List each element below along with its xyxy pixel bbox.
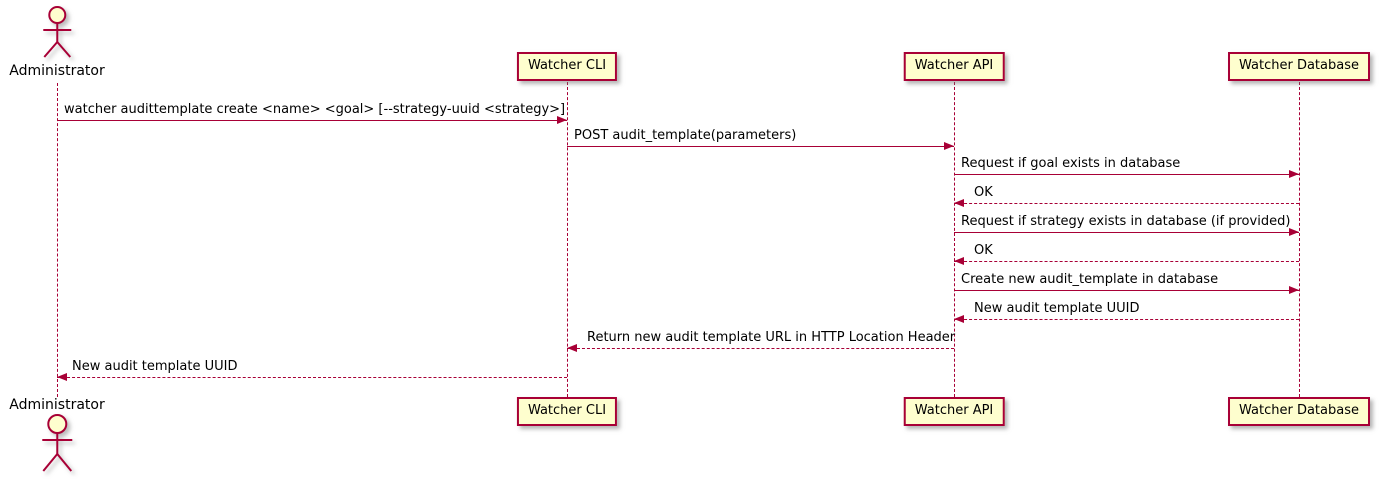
message-1: watcher audittemplate create <name> <goa… [57,99,567,124]
actor-administrator-top: Administrator [9,5,105,79]
arrowhead-icon [944,142,954,150]
message-9-label: Return new audit template URL in HTTP Lo… [587,330,956,345]
message-5-label: Request if strategy exists in database (… [961,214,1291,229]
actor-icon [42,414,72,472]
message-5: Request if strategy exists in database (… [954,211,1299,236]
message-1-arrow [57,116,567,124]
message-1-label: watcher audittemplate create <name> <goa… [64,102,566,117]
arrowhead-icon [954,199,964,207]
message-2: POST audit_template(parameters) [567,125,954,150]
message-9-arrow [567,344,954,352]
arrowhead-icon [954,315,964,323]
message-5-arrow [954,228,1299,236]
message-10-label: New audit template UUID [72,359,238,374]
lifeline-watcher-database [1299,82,1300,397]
arrowhead-icon [954,257,964,265]
participant-watcher-database-bottom: Watcher Database [1228,397,1370,426]
message-7: Create new audit_template in database [954,269,1299,294]
message-4-label: OK [974,185,993,200]
participant-watcher-cli-top: Watcher CLI [516,52,618,81]
participant-watcher-api-bottom: Watcher API [903,397,1005,426]
actor-administrator-bottom: Administrator [9,397,105,477]
arrowhead-icon [1289,228,1299,236]
lifeline-watcher-api [954,82,955,397]
lifeline-administrator [57,83,58,397]
lifeline-watcher-cli [567,82,568,397]
message-8-label: New audit template UUID [974,301,1140,316]
actor-icon [43,6,71,58]
message-7-label: Create new audit_template in database [961,272,1219,287]
participant-watcher-cli-bottom: Watcher CLI [516,397,618,426]
message-8-arrow [954,315,1299,323]
message-10: New audit template UUID [57,356,567,381]
message-2-label: POST audit_template(parameters) [574,128,797,143]
message-4: OK [954,182,1299,207]
arrowhead-icon [567,344,577,352]
actor-label: Administrator [9,63,105,79]
arrowhead-icon [557,116,567,124]
arrowhead-icon [57,373,67,381]
message-10-arrow [57,373,567,381]
participant-watcher-api-top: Watcher API [903,52,1005,81]
message-8: New audit template UUID [954,298,1299,323]
message-9: Return new audit template URL in HTTP Lo… [567,327,956,352]
message-2-arrow [567,142,954,150]
message-3: Request if goal exists in database [954,153,1299,178]
actor-label: Administrator [9,397,105,413]
message-3-label: Request if goal exists in database [961,156,1181,171]
message-6-arrow [954,257,1299,265]
message-6: OK [954,240,1299,265]
message-4-arrow [954,199,1299,207]
arrowhead-icon [1289,286,1299,294]
message-3-arrow [954,170,1299,178]
message-7-arrow [954,286,1299,294]
participant-watcher-database-top: Watcher Database [1228,52,1370,81]
message-6-label: OK [974,243,993,258]
arrowhead-icon [1289,170,1299,178]
